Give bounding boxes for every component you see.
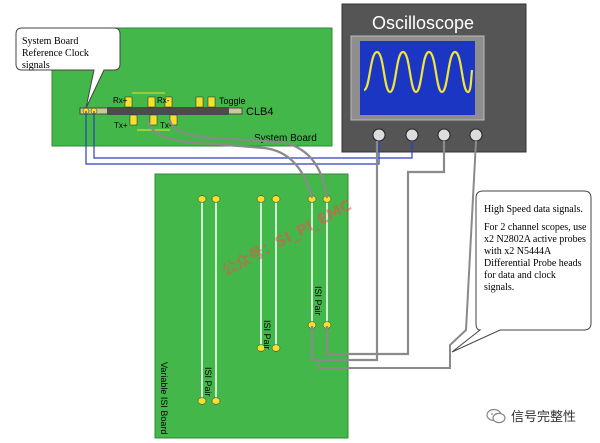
pad-tx-minus bbox=[149, 114, 158, 126]
hs-callout-bubble bbox=[451, 190, 592, 353]
pad-tx-plus bbox=[129, 114, 138, 126]
footer-brand: 信号完整性 bbox=[486, 406, 576, 425]
oscilloscope-title: Oscilloscope bbox=[372, 13, 474, 33]
probe-knob-2 bbox=[405, 128, 419, 142]
probe-knob-4 bbox=[469, 128, 483, 142]
cable-scope-1 bbox=[310, 141, 379, 362]
isi-pair-2-label: ISI Pair bbox=[262, 320, 272, 350]
clock-callout-text: System Board Reference Clock signals bbox=[22, 36, 118, 72]
pad-rx-plus bbox=[124, 96, 133, 108]
clock-callout-bubble bbox=[15, 27, 121, 109]
clock-callout-label: System Board Reference Clock signals bbox=[22, 36, 89, 71]
label-rx-minus: Rx- bbox=[157, 96, 170, 105]
label-rx-plus: Rx+ bbox=[113, 96, 128, 105]
footer-label: 信号完整性 bbox=[511, 410, 577, 425]
probe-knob-3 bbox=[437, 128, 451, 142]
label-toggle: Toggle bbox=[219, 96, 246, 106]
cable-scope-3 bbox=[317, 140, 477, 369]
pad-rx-minus bbox=[164, 96, 173, 108]
hs-callout-text: High Speed data signals. For 2 channel s… bbox=[484, 204, 588, 300]
system-board-title: System Board bbox=[254, 133, 317, 144]
isi-pair-2 bbox=[256, 195, 281, 352]
clock-trace-1 bbox=[85, 111, 380, 165]
cable-rx-plus bbox=[146, 119, 314, 199]
connector-center bbox=[107, 107, 229, 115]
waveform bbox=[362, 50, 474, 94]
variable-board-title: Variable ISI Board bbox=[159, 362, 169, 434]
connector-label: CLB4 bbox=[246, 106, 274, 118]
clock-trace-2 bbox=[93, 111, 413, 159]
isi-pair-1 bbox=[197, 195, 221, 405]
probe-knob-1 bbox=[372, 128, 386, 142]
cable-rx-minus bbox=[168, 119, 329, 199]
label-tx-minus: Tx- bbox=[160, 121, 172, 130]
isi-pair-1-label: ISI Pair bbox=[203, 367, 213, 397]
cable-scope-2 bbox=[325, 141, 446, 356]
hs-callout-line2: For 2 channel scopes, use x2 N2802A acti… bbox=[484, 222, 587, 293]
variable-isi-board bbox=[154, 173, 349, 439]
wechat-icon bbox=[486, 408, 506, 423]
hs-callout-line1: High Speed data signals. bbox=[484, 204, 583, 215]
pad-toggle-2 bbox=[207, 96, 216, 108]
isi-pair-3-label: ISI Pair bbox=[313, 286, 323, 316]
label-tx-plus: Tx+ bbox=[114, 121, 128, 130]
pad-toggle-1 bbox=[195, 96, 204, 108]
pad-rx-plus-2 bbox=[147, 96, 156, 108]
